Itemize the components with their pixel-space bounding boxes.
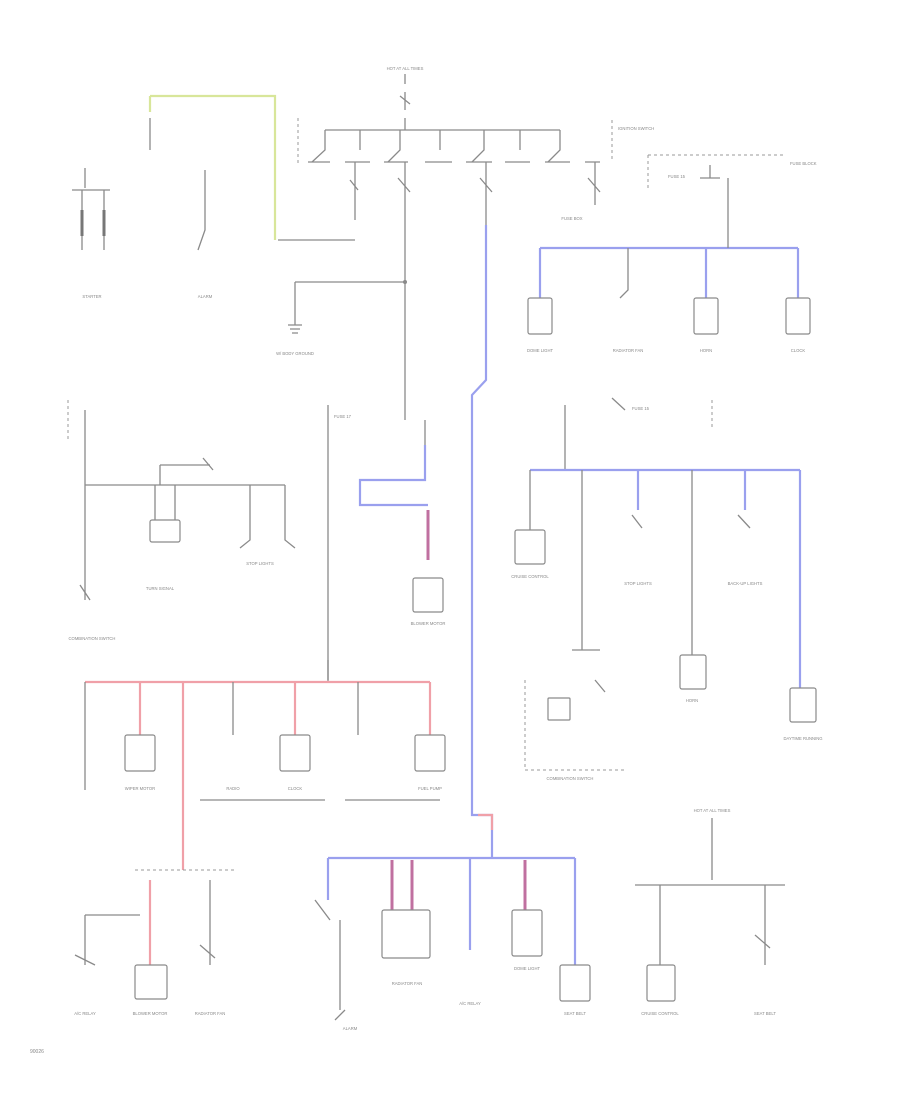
fuse-15-label: FUSE 15 bbox=[668, 174, 686, 179]
horn-label: HORN bbox=[700, 348, 712, 353]
cruise-control-label-2: CRUISE CONTROL bbox=[641, 1011, 679, 1016]
fuel-pump-label: FUEL PUMP bbox=[418, 786, 442, 791]
bottom-left-relays: A/C RELAY BLOWER MOTOR RADIATOR FAN bbox=[74, 869, 235, 1016]
blower-relay-label: BLOWER MOTOR bbox=[133, 1011, 168, 1016]
fuse-box-label: FUSE BOX bbox=[561, 216, 582, 221]
wiper-motor-label: WIPER MOTOR bbox=[125, 786, 155, 791]
fuse-17-branch: FUSE 17 bbox=[327, 405, 352, 680]
combination-switch-label: COMBINATION SWITCH bbox=[69, 636, 116, 641]
combination-switch-label-2: COMBINATION SWITCH bbox=[547, 776, 594, 781]
figure-id: 90026 bbox=[30, 1049, 44, 1055]
back-up-lights-label: BACK-UP LIGHTS bbox=[728, 581, 763, 586]
seat-belt-label-2: SEAT BELT bbox=[754, 1011, 776, 1016]
clock-label-2: CLOCK bbox=[288, 786, 303, 791]
fuse-17-label: FUSE 17 bbox=[334, 414, 352, 419]
main-blue-trunk bbox=[470, 225, 494, 858]
ignition-switch-section: HOT AT ALL TIMES IGNITION SWITCH FUSE BO… bbox=[148, 66, 654, 420]
bottom-blue-bus: ALARM RADIATOR FAN A/C RELAY DOME LIGHT … bbox=[314, 856, 591, 1031]
radiator-fan-label-2: RADIATOR FAN bbox=[392, 981, 423, 986]
fan-relay-label: RADIATOR FAN bbox=[195, 1011, 226, 1016]
clock-label: CLOCK bbox=[791, 348, 806, 353]
fuse-box-label-2: FUSE BLOCK bbox=[790, 161, 817, 166]
dome-light-label-2: DOME LIGHT bbox=[514, 966, 540, 971]
ignition-switch-label: IGNITION SWITCH bbox=[618, 126, 654, 131]
alarm-label: ALARM bbox=[198, 294, 213, 299]
radio-label: RADIO bbox=[226, 786, 240, 791]
body-ground-label: W/ BODY GROUND bbox=[276, 351, 314, 356]
hot-at-all-times-label-2: HOT AT ALL TIMES bbox=[694, 808, 731, 813]
hot-at-all-times-label: HOT AT ALL TIMES bbox=[387, 66, 424, 71]
ac-relay-label-2: A/C RELAY bbox=[459, 1001, 481, 1006]
blower-motor-label: BLOWER MOTOR bbox=[411, 621, 446, 626]
fuse-right-label: FUSE 15 bbox=[632, 406, 650, 411]
alarm-label-2: ALARM bbox=[343, 1026, 358, 1031]
radiator-fan-label: RADIATOR FAN bbox=[613, 348, 644, 353]
horn-label-2: HORN bbox=[686, 698, 698, 703]
fuse-block-right: FUSE 15 CRUISE CONTROL STOP LIGHTS BACK-… bbox=[511, 397, 823, 781]
starter-relay-group: STARTER ALARM bbox=[72, 168, 213, 299]
stop-lights-label-2: STOP LIGHTS bbox=[624, 581, 652, 586]
blower-motor-group: BLOWER MOTOR bbox=[358, 420, 446, 626]
red-bus-group: WIPER MOTOR RADIO CLOCK FUEL PUMP bbox=[84, 660, 446, 870]
cruise-control-label: CRUISE CONTROL bbox=[511, 574, 549, 579]
turn-signal-label: TURN SIGNAL bbox=[146, 586, 175, 591]
dome-light-label: DOME LIGHT bbox=[527, 348, 553, 353]
starter-label: STARTER bbox=[82, 294, 101, 299]
fuse-15-branch: FUSE BLOCK FUSE 15 DOME LIGHT RADIATOR F… bbox=[527, 154, 817, 353]
seat-belt-label: SEAT BELT bbox=[564, 1011, 586, 1016]
stop-lights-label: STOP LIGHTS bbox=[246, 561, 274, 566]
turn-signal-group: TURN SIGNAL STOP LIGHTS COMBINATION SWIT… bbox=[67, 400, 296, 641]
ac-relay-label: A/C RELAY bbox=[74, 1011, 96, 1016]
ground-symbol: W/ BODY GROUND bbox=[276, 280, 407, 356]
seat-belt-group: HOT AT ALL TIMES CRUISE CONTROL SEAT BEL… bbox=[635, 808, 785, 1016]
daytime-running-label: DAYTIME RUNNING bbox=[783, 736, 822, 741]
